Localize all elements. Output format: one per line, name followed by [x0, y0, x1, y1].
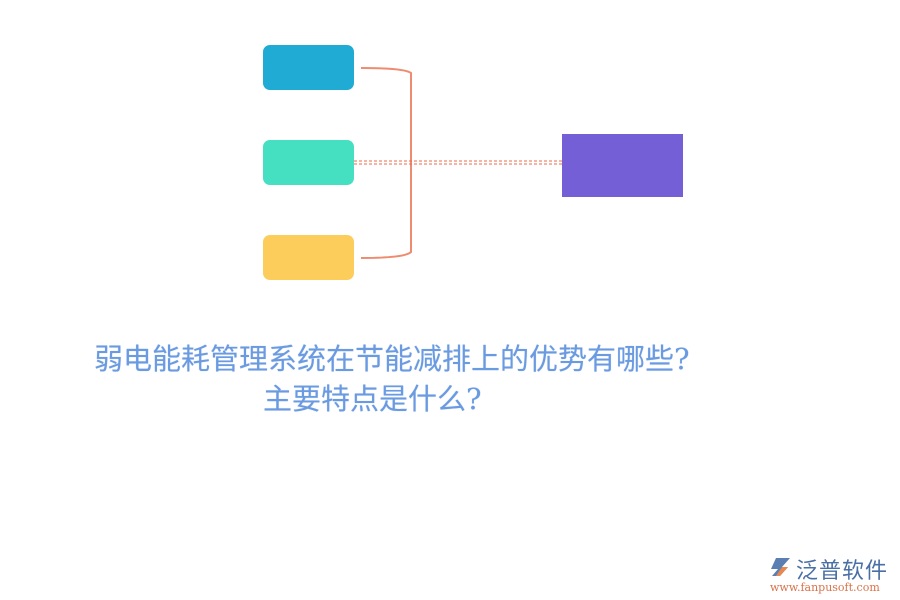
brand-name: 泛普软件 [796, 559, 889, 584]
diagram-node-2 [263, 140, 354, 185]
fanpu-logo-icon [771, 558, 790, 576]
page-title-line-1: 弱电能耗管理系统在节能减排上的优势有哪些? [94, 342, 690, 376]
page-title-line-2: 主要特点是什么? [263, 382, 482, 416]
diagram-target-node [562, 134, 683, 197]
brand-logo: 泛普软件 www.fanpusoft.com [768, 553, 898, 598]
brand-url: www.fanpusoft.com [770, 581, 880, 594]
diagram-node-1 [263, 45, 354, 90]
diagram-node-3 [263, 235, 354, 280]
